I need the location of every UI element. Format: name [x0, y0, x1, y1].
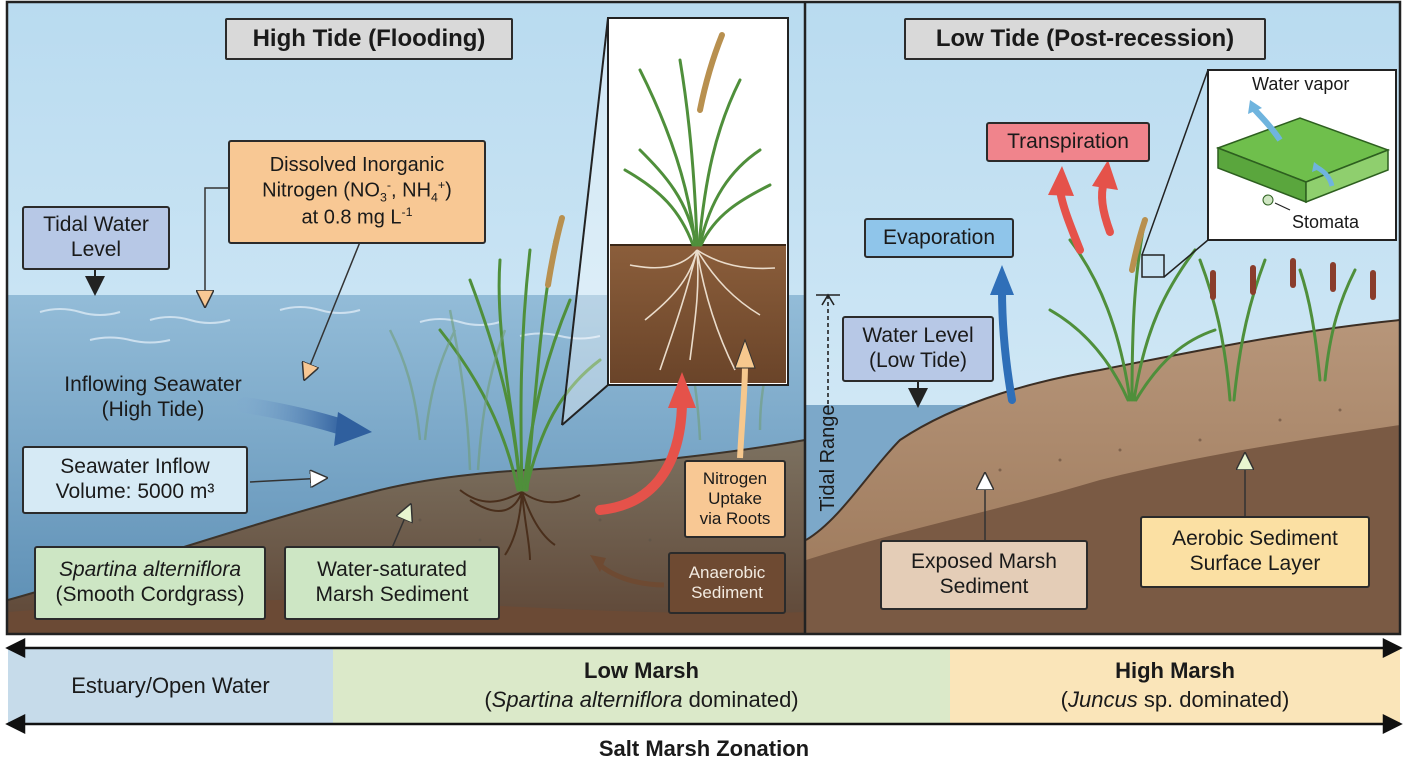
high-marsh-subtitle: (Juncus sp. dominated)	[1060, 687, 1290, 712]
high-marsh-zone: High Marsh (Juncus sp. dominated)	[950, 648, 1400, 724]
tidal-water-level-label: Tidal Water Level	[22, 206, 170, 270]
cattail-heads	[1210, 258, 1376, 300]
high-tide-title: High Tide (Flooding)	[225, 18, 513, 60]
nitrogen-uptake-tan-arrow	[734, 338, 756, 459]
nitrogen-uptake-red-arrow	[595, 372, 696, 515]
juncus-seedhead	[1129, 217, 1148, 273]
spartina-label: Spartina alterniflora (Smooth Cordgrass)	[34, 546, 266, 620]
zonation-arrows	[5, 637, 1403, 735]
low-marsh-band	[333, 648, 950, 724]
inflowing-seawater-label: Inflowing Seawater (High Tide)	[64, 373, 242, 422]
anaerobic-sediment-label: Anaerobic Sediment	[668, 552, 786, 614]
panel-frame	[5, 0, 1402, 636]
tidal-range-bracket	[816, 293, 840, 405]
anaerobic-arrow	[590, 555, 665, 588]
din-arrow-2	[305, 241, 361, 378]
din-line2: Nitrogen (NO3-, NH4+)	[262, 177, 452, 205]
saturated-sediment-arrow	[391, 506, 410, 549]
seawater-inflow-arrow	[249, 478, 325, 482]
din-line1: Dissolved Inorganic	[269, 153, 445, 176]
exposed-sediment-label: Exposed Marsh Sediment	[880, 540, 1088, 610]
saturated-sediment-label: Water-saturated Marsh Sediment	[284, 546, 500, 620]
seawater-inflow-label: Seawater Inflow Volume: 5000 m³	[22, 446, 248, 514]
evaporation-label: Evaporation	[864, 218, 1014, 258]
tidal-range-label: Tidal Range	[817, 404, 839, 512]
root-inset	[561, 17, 789, 426]
water-vapor-label: Water vapor	[1252, 74, 1350, 94]
low-marsh-title: Low Marsh	[584, 658, 699, 684]
low-marsh-subtitle: (Spartina alterniflora dominated)	[484, 687, 799, 712]
inflowing-seawater-arrow	[237, 397, 372, 446]
high-marsh-band	[950, 648, 1400, 724]
high-marsh-title: High Marsh	[1115, 658, 1235, 684]
faded-grass	[388, 309, 772, 471]
din-arrow-1	[205, 187, 228, 305]
stomata-label: Stomata	[1292, 212, 1360, 232]
spartina-grass-clump	[438, 238, 602, 492]
evaporation-arrow	[990, 265, 1016, 404]
stomata-inset	[1141, 69, 1397, 278]
nitrogen-uptake-label: Nitrogen Uptake via Roots	[684, 460, 786, 538]
din-label: Dissolved Inorganic Nitrogen (NO3-, NH4+…	[228, 140, 486, 244]
spartina-seedhead	[545, 215, 565, 288]
water-level-low-label: Water Level (Low Tide)	[842, 316, 994, 382]
estuary-band	[8, 648, 333, 724]
aerobic-sediment-label: Aerobic Sediment Surface Layer	[1140, 516, 1370, 588]
din-line3: at 0.8 mg L-1	[301, 204, 413, 229]
transpiration-arrow-2	[1092, 160, 1118, 236]
estuary-zone: Estuary/Open Water	[71, 672, 270, 698]
low-marsh-zone: Low Marsh (Spartina alterniflora dominat…	[333, 648, 950, 724]
roots-left	[459, 489, 581, 561]
transpiration-label: Transpiration	[986, 122, 1150, 162]
low-tide-title: Low Tide (Post-recession)	[904, 18, 1266, 60]
transpiration-arrow-1	[1048, 166, 1084, 254]
zonation-title: Salt Marsh Zonation	[598, 736, 810, 761]
juncus-grass-clump	[1048, 218, 1357, 402]
